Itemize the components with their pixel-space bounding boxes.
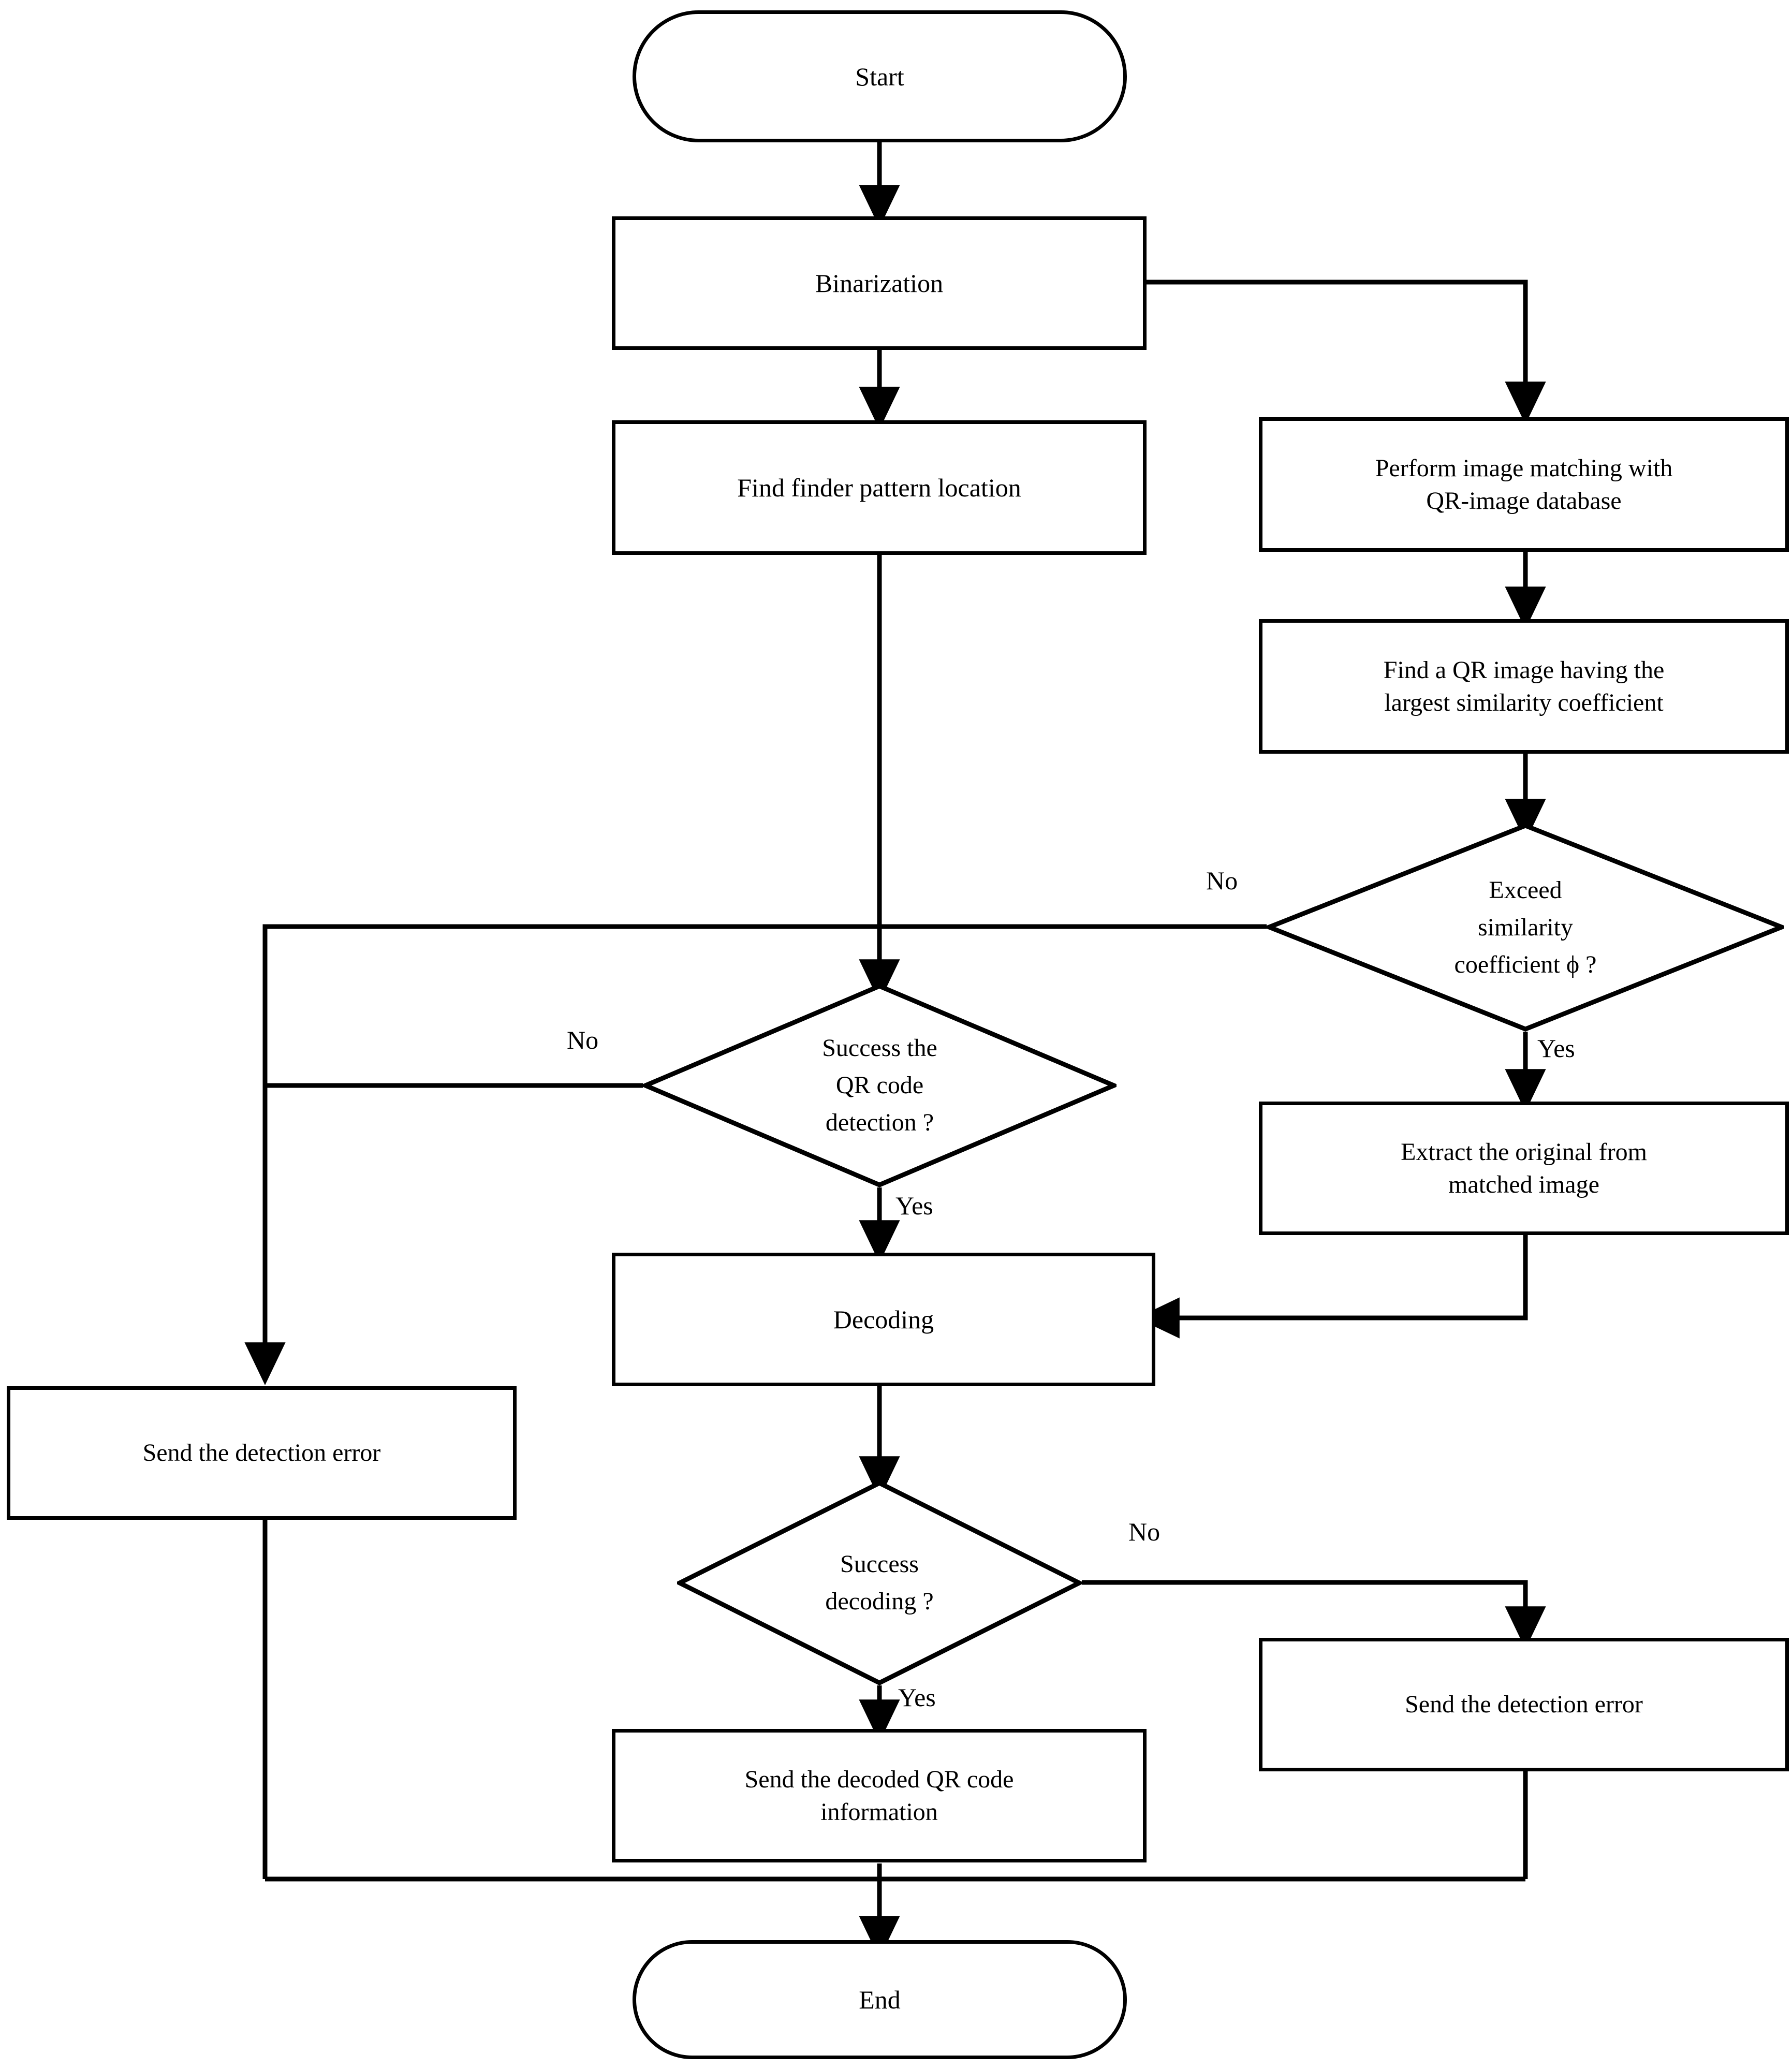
node-find-qr-largest-similarity[interactable]: Find a QR image having the largest simil…	[1259, 619, 1789, 754]
detection-line-1: Success the	[822, 1034, 937, 1062]
decoding-line-2: decoding ?	[825, 1588, 934, 1615]
node-exceed-similarity-decision[interactable]: Exceed similarity coefficient ϕ ?	[1262, 823, 1788, 1032]
edge-successdecoding-no	[1082, 1580, 1546, 1650]
node-start-label: Start	[855, 62, 904, 91]
extract-line-1: Extract the original from	[1401, 1138, 1647, 1166]
findqr-line-2: largest similarity coefficient	[1384, 689, 1664, 716]
senddecoded-line-1: Send the decoded QR code	[744, 1765, 1014, 1793]
node-success-decoding-decision[interactable]: Success decoding ?	[674, 1480, 1085, 1686]
node-find-qr-largest-similarity-label: Find a QR image having the largest simil…	[1365, 654, 1683, 720]
node-send-detection-error-right[interactable]: Send the detection error	[1259, 1638, 1789, 1771]
node-end-label: End	[859, 1985, 901, 2014]
success-detection-diamond-shape	[639, 984, 1120, 1187]
node-send-detection-error-left[interactable]: Send the detection error	[7, 1386, 517, 1520]
edge-label-decoding-no: No	[1128, 1517, 1161, 1546]
node-perform-image-matching-label: Perform image matching with QR-image dat…	[1357, 452, 1692, 518]
senddecoded-line-2: information	[820, 1798, 938, 1826]
node-success-detection-label: Success the QR code detection ?	[643, 984, 1117, 1187]
node-success-decoding-label: Success decoding ?	[677, 1480, 1082, 1685]
node-decoding-label: Decoding	[833, 1305, 934, 1334]
findqr-line-1: Find a QR image having the	[1383, 656, 1665, 684]
edge-label-exceed-yes: Yes	[1537, 1034, 1575, 1063]
node-send-decoded-info[interactable]: Send the decoded QR code information	[612, 1729, 1147, 1862]
edge-extract-to-decoding	[1136, 1235, 1528, 1339]
edge-label-exceed-no: No	[1206, 866, 1238, 895]
edge-exceed-no-to-leftbus	[244, 924, 1267, 1386]
node-find-finder-pattern[interactable]: Find finder pattern location	[612, 420, 1147, 555]
extract-line-2: matched image	[1448, 1171, 1599, 1198]
edge-label-detection-yes: Yes	[895, 1191, 933, 1220]
detection-line-2: QR code	[835, 1072, 924, 1099]
edge-label-decoding-yes: Yes	[898, 1683, 936, 1712]
edge-binarization-to-matching	[1147, 280, 1546, 425]
edge-label-detection-no: No	[567, 1025, 599, 1054]
node-end[interactable]: End	[633, 1940, 1127, 2059]
matching-line-2: QR-image database	[1426, 487, 1622, 515]
node-success-detection-decision[interactable]: Success the QR code detection ?	[639, 984, 1120, 1187]
detection-line-3: detection ?	[825, 1109, 934, 1136]
node-exceed-similarity-label: Exceed similarity coefficient ϕ ?	[1267, 823, 1784, 1032]
node-find-finder-pattern-label: Find finder pattern location	[737, 473, 1021, 502]
matching-line-1: Perform image matching with	[1375, 454, 1673, 482]
node-send-detection-error-left-label: Send the detection error	[142, 1439, 381, 1467]
node-extract-original[interactable]: Extract the original from matched image	[1259, 1102, 1789, 1235]
node-binarization[interactable]: Binarization	[612, 216, 1147, 350]
node-extract-original-label: Extract the original from matched image	[1382, 1136, 1666, 1201]
node-send-decoded-info-label: Send the decoded QR code information	[726, 1763, 1033, 1829]
exceed-line-2: similarity	[1478, 913, 1573, 941]
node-start[interactable]: Start	[633, 10, 1127, 142]
exceed-line-1: Exceed	[1489, 876, 1562, 904]
exceed-line-3: coefficient ϕ ?	[1454, 950, 1597, 978]
node-send-detection-error-right-label: Send the detection error	[1405, 1691, 1643, 1719]
decoding-line-1: Success	[840, 1550, 919, 1578]
node-perform-image-matching[interactable]: Perform image matching with QR-image dat…	[1259, 417, 1789, 552]
exceed-similarity-diamond-shape	[1262, 823, 1788, 1032]
success-decoding-diamond-shape	[674, 1480, 1085, 1686]
node-binarization-label: Binarization	[815, 269, 944, 298]
node-decoding[interactable]: Decoding	[612, 1253, 1155, 1386]
